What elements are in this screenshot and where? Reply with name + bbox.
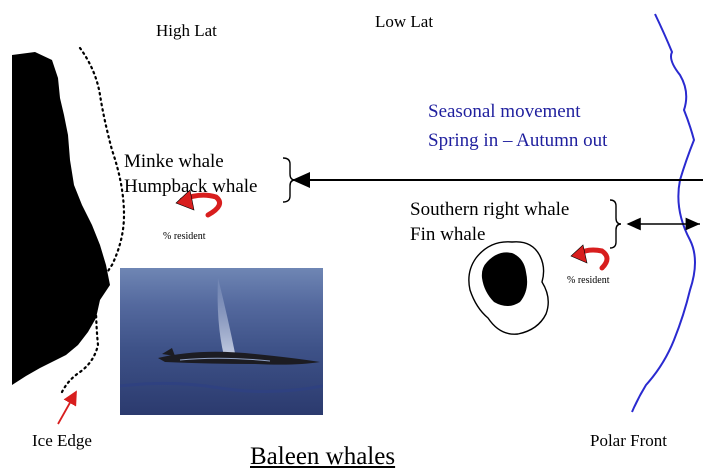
low-lat-label: Low Lat xyxy=(375,13,433,30)
antarctic-continent xyxy=(12,52,110,385)
island-core xyxy=(482,252,527,306)
diagram-title: Baleen whales xyxy=(250,444,395,469)
polar-front-line xyxy=(632,14,695,412)
curved-arrow-icon xyxy=(571,245,607,268)
brace-right-group xyxy=(610,200,621,248)
polar-front-label: Polar Front xyxy=(590,432,667,449)
fin-whale-label: Fin whale xyxy=(410,225,485,244)
high-lat-label: High Lat xyxy=(156,22,217,39)
whale-photo-graphic xyxy=(120,268,323,415)
seasonal-movement-line1: Seasonal movement xyxy=(428,102,581,121)
resident-label-right: % resident xyxy=(567,276,610,286)
minke-whale-label: Minke whale xyxy=(124,152,224,171)
whale-photo xyxy=(120,268,323,415)
resident-label-left: % resident xyxy=(163,232,206,242)
humpback-whale-label: Humpback whale xyxy=(124,177,257,196)
brace-left-group xyxy=(283,158,295,202)
ice-edge-label: Ice Edge xyxy=(32,432,92,449)
southern-right-whale-label: Southern right whale xyxy=(410,200,569,219)
seasonal-movement-line2: Spring in – Autumn out xyxy=(428,131,607,150)
ice-edge-pointer-arrow xyxy=(58,392,76,424)
